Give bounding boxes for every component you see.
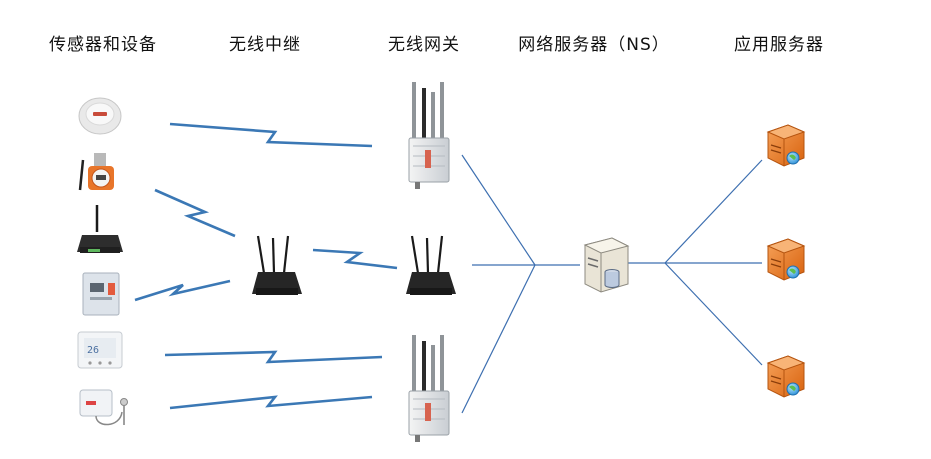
wire-apphub-to-app3 [664, 262, 763, 366]
wire-gateway-top-to-hub [461, 154, 536, 266]
wire-gateway-bottom-to-hub [461, 264, 536, 414]
wireless-links [134, 122, 398, 410]
wireless-link-meter-to-relay [154, 188, 236, 238]
header-sensors: 传感器和设备 [49, 35, 157, 55]
header-network-server: 网络服务器（NS） [518, 35, 670, 55]
black-dtu-router-icon [77, 205, 123, 253]
relay-router-icon [252, 235, 302, 295]
header-gateway: 无线网关 [388, 35, 460, 55]
wall-sensor-probe-icon [79, 389, 128, 426]
din-rail-breaker-icon [82, 272, 120, 316]
wireless-link-smoke-to-gateway [169, 122, 373, 148]
header-relay: 无线中继 [229, 35, 301, 55]
header-app-server: 应用服务器 [734, 35, 824, 55]
network-server-icon [583, 237, 630, 293]
smoke-detector-icon [78, 97, 122, 135]
app-server-3-icon [766, 355, 806, 398]
thermostat-panel-icon: 26 [77, 331, 123, 369]
wired-links [461, 154, 763, 414]
app-server-2-icon [766, 238, 806, 281]
wireless-link-relay-to-gateway [312, 248, 398, 270]
wire-apphub-to-app1 [664, 159, 763, 264]
gateway-router-icon [406, 235, 456, 295]
outdoor-gateway-top-icon [408, 82, 450, 189]
orange-meter-sensor-icon [78, 153, 114, 191]
wireless-link-breaker-to-relay [134, 279, 231, 302]
app-server-1-icon [766, 124, 806, 167]
outdoor-gateway-bottom-icon [408, 335, 450, 442]
thermostat-reading: 26 [87, 345, 99, 356]
wireless-link-panel-to-gateway [164, 350, 383, 364]
wireless-link-sensor-to-gateway [169, 395, 373, 410]
